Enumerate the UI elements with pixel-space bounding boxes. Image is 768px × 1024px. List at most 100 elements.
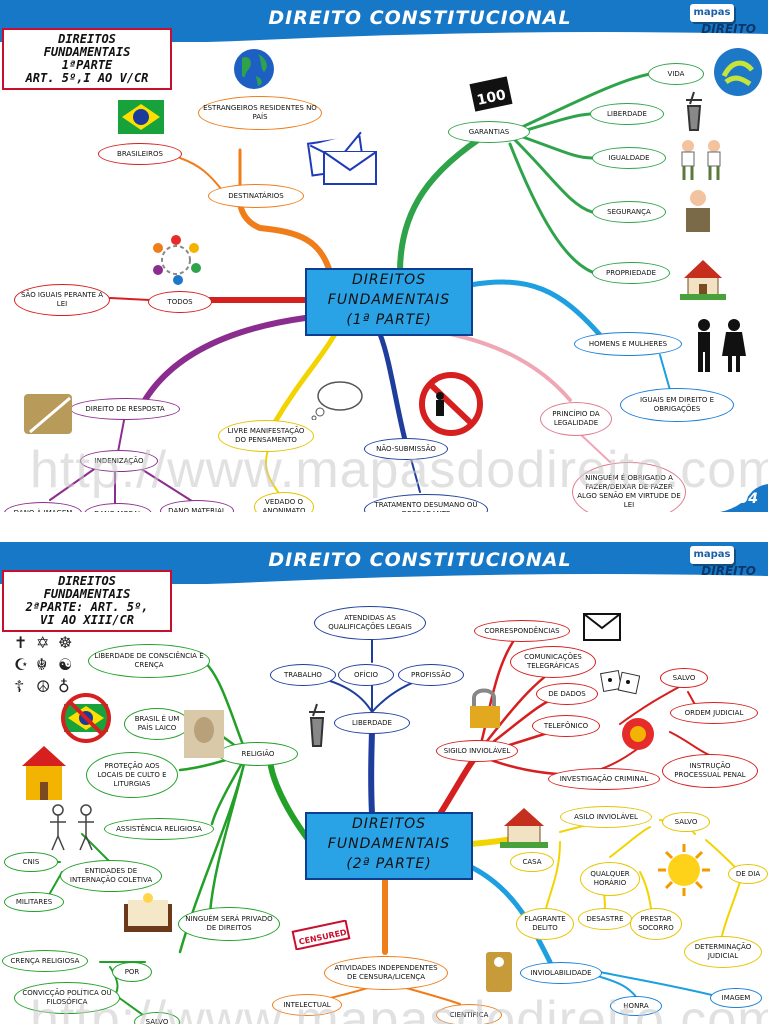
svg-text:☦: ☦ <box>14 677 24 696</box>
center-line: (2ª PARTE) <box>346 856 432 872</box>
node-sao-iguais[interactable]: SÃO IGUAIS PERANTE A LEI <box>14 284 110 316</box>
page1-number-tab <box>720 484 768 512</box>
topic-line: VI AO XIII/CR <box>40 613 134 627</box>
node-cnis[interactable]: CNIS <box>4 852 58 872</box>
node-casa[interactable]: CASA <box>510 852 554 872</box>
node-religiao[interactable]: RELIGIÃO <box>218 742 298 766</box>
node-atividades[interactable]: ATIVIDADES INDEPENDENTES DE CENSURA/LICE… <box>324 956 448 990</box>
page1-central-node: DIREITOS FUNDAMENTAIS (1ª PARTE) <box>305 268 473 336</box>
man-woman-icon <box>698 319 746 372</box>
node-sigilo[interactable]: SIGILO INVIOLÁVEL <box>436 740 518 762</box>
node-investigacao[interactable]: INVESTIGAÇÃO CRIMINAL <box>548 768 660 790</box>
node-desastre[interactable]: DESASTRE <box>578 908 632 930</box>
page1-title: DIREITO CONSTITUCIONAL <box>268 7 572 29</box>
node-inviolabilidade[interactable]: INVIOLABILIDADE <box>520 962 602 984</box>
logo-top: mapas <box>690 4 734 22</box>
node-vedado-anonimato[interactable]: VEDADO O ANONIMATO <box>254 492 314 512</box>
people-circle-icon <box>153 235 201 285</box>
node-liberdade[interactable]: LIBERDADE <box>590 103 664 125</box>
topic-line: FUNDAMENTAIS <box>43 45 131 59</box>
topic-line: 1ªPARTE <box>61 58 113 72</box>
svg-text:☪: ☪ <box>14 655 28 674</box>
page1-branches <box>49 72 671 506</box>
center-line: FUNDAMENTAIS <box>327 836 451 852</box>
node-brasileiros[interactable]: BRASILEIROS <box>98 143 182 165</box>
node-seguranca[interactable]: SEGURANÇA <box>592 201 666 223</box>
house-icon <box>680 260 726 300</box>
node-destinatarios[interactable]: DESTINATÁRIOS <box>208 184 304 208</box>
node-trabalho[interactable]: TRABALHO <box>270 664 336 686</box>
node-por[interactable]: POR <box>112 962 152 982</box>
brazil-flag-icon <box>118 100 164 134</box>
node-crenca[interactable]: CRENÇA RELIGIOSA <box>2 950 88 972</box>
node-profissao[interactable]: PROFISSÃO <box>398 664 464 686</box>
logo-top: mapas <box>690 546 734 564</box>
page-2: DIREITO CONSTITUCIONAL mapas DIREITO DIR… <box>0 542 768 1024</box>
node-ninguem-sera[interactable]: NINGUÉM SERÁ PRIVADO DE DIREITOS <box>178 907 280 941</box>
node-imagem[interactable]: IMAGEM <box>710 988 762 1008</box>
page1-topic-box: DIREITOS FUNDAMENTAIS 1ªPARTE ART. 5º,I … <box>2 28 172 90</box>
badge-text: 100 <box>475 87 507 109</box>
node-determinacao[interactable]: DETERMINAÇÃO JUDICIAL <box>684 936 762 968</box>
page2-logo: mapas DIREITO <box>688 546 756 580</box>
node-de-dados[interactable]: DE DADOS <box>536 683 598 705</box>
node-estrangeiros[interactable]: ESTRANGEIROS RESIDENTES NO PAÍS <box>198 96 322 130</box>
biologia-logo-icon <box>714 48 762 96</box>
svg-text:☮: ☮ <box>36 677 50 696</box>
node-homens-mulheres[interactable]: HOMENS E MULHERES <box>574 332 682 356</box>
node-conviccao[interactable]: CONVICÇÃO POLÍTICA OU FILOSÓFICA <box>14 982 120 1014</box>
svg-text:✡: ✡ <box>36 633 49 652</box>
node-entidades[interactable]: ENTIDADES DE INTERNAÇÃO COLETIVA <box>60 860 162 892</box>
node-igualdade[interactable]: IGUALDADE <box>592 147 666 169</box>
node-comunicacoes[interactable]: COMUNICAÇÕES TELEGRÁFICAS <box>510 646 596 678</box>
node-garantias[interactable]: GARANTIAS <box>448 121 530 143</box>
node-nao-submissao[interactable]: NÃO-SUBMISSÃO <box>364 438 448 460</box>
node-militares[interactable]: MILITARES <box>4 892 64 912</box>
svg-text:☸: ☸ <box>58 633 72 652</box>
node-salvo-casa[interactable]: SALVO <box>662 812 710 832</box>
node-instrucao[interactable]: INSTRUÇÃO PROCESSUAL PENAL <box>662 754 758 788</box>
node-telefonico[interactable]: TELEFÔNICO <box>532 715 600 737</box>
topic-line: DIREITOS <box>58 32 116 46</box>
node-prestar-socorro[interactable]: PRESTAR SOCORRO <box>630 908 682 940</box>
node-qualquer-horario[interactable]: QUALQUER HORÁRIO <box>580 862 640 896</box>
node-cientifica[interactable]: CIENTÍFICA <box>436 1004 502 1024</box>
node-de-dia[interactable]: DE DIA <box>728 864 768 884</box>
node-asilo[interactable]: ASILO INVIOLÁVEL <box>560 806 652 828</box>
node-indenizacao[interactable]: INDENIZAÇÃO <box>80 450 158 472</box>
page2-topic-box: DIREITOS FUNDAMENTAIS 2ªPARTE: ART. 5º, … <box>2 570 172 632</box>
topic-line: ART. 5º,I AO V/CR <box>25 71 149 85</box>
thought-bubble-icon <box>311 381 363 420</box>
node-liberdade-consciencia[interactable]: LIBERDADE DE CONSCIÊNCIA E CRENÇA <box>88 644 210 678</box>
feather-seal-icon <box>24 394 72 434</box>
node-flagrante[interactable]: FLAGRANTE DELITO <box>516 908 574 940</box>
bible-icon <box>124 893 172 932</box>
node-protecao-culto[interactable]: PROTEÇÃO AOS LOCAIS DE CULTO E LITURGIAS <box>86 752 178 798</box>
node-direito-resposta[interactable]: DIREITO DE RESPOSTA <box>70 398 180 420</box>
religious-symbols-icon: ✝✡☸ ☪☬☯ ☦☮♁ <box>14 633 72 696</box>
node-propriedade[interactable]: PROPRIEDADE <box>592 262 670 284</box>
watermark: http://www.mapasdodireito.com.br <box>30 441 768 499</box>
node-principio-legalidade[interactable]: PRINCÍPIO DA LEGALIDADE <box>540 402 612 436</box>
node-intelectual[interactable]: INTELECTUAL <box>272 994 342 1016</box>
node-vida[interactable]: VIDA <box>648 63 704 85</box>
node-atendidas[interactable]: ATENDIDAS AS QUALIFICAÇÕES LEGAIS <box>314 606 426 640</box>
node-ordem-judicial[interactable]: ORDEM JUDICIAL <box>670 702 758 724</box>
logo-bottom: DIREITO <box>701 564 756 578</box>
page1-number: 04 <box>738 491 758 507</box>
node-correspondencias[interactable]: CORRESPONDÊNCIAS <box>474 620 570 642</box>
node-todos[interactable]: TODOS <box>148 291 212 313</box>
center-line: (1ª PARTE) <box>346 312 432 328</box>
node-honra[interactable]: HONRA <box>610 996 662 1016</box>
page2-banner <box>0 542 768 584</box>
node-iguais-direito[interactable]: IGUAIS EM DIREITO E OBRIGAÇÕES <box>620 388 734 422</box>
node-liberdade-p2[interactable]: LIBERDADE <box>334 712 410 734</box>
node-oficio[interactable]: OFÍCIO <box>338 664 394 686</box>
node-brasil-laico[interactable]: BRASIL É UM PAÍS LAICO <box>124 708 190 740</box>
page2-title: DIREITO CONSTITUCIONAL <box>268 549 572 571</box>
node-assistencia-religiosa[interactable]: ASSISTÊNCIA RELIGIOSA <box>104 818 214 840</box>
statue-liberty-icon <box>309 703 325 747</box>
node-livre-manifestacao[interactable]: LIVRE MANIFESTAÇÃO DO PENSAMENTO <box>218 420 314 452</box>
center-line: DIREITOS <box>351 816 427 832</box>
node-salvo-sigilo[interactable]: SALVO <box>660 668 708 688</box>
